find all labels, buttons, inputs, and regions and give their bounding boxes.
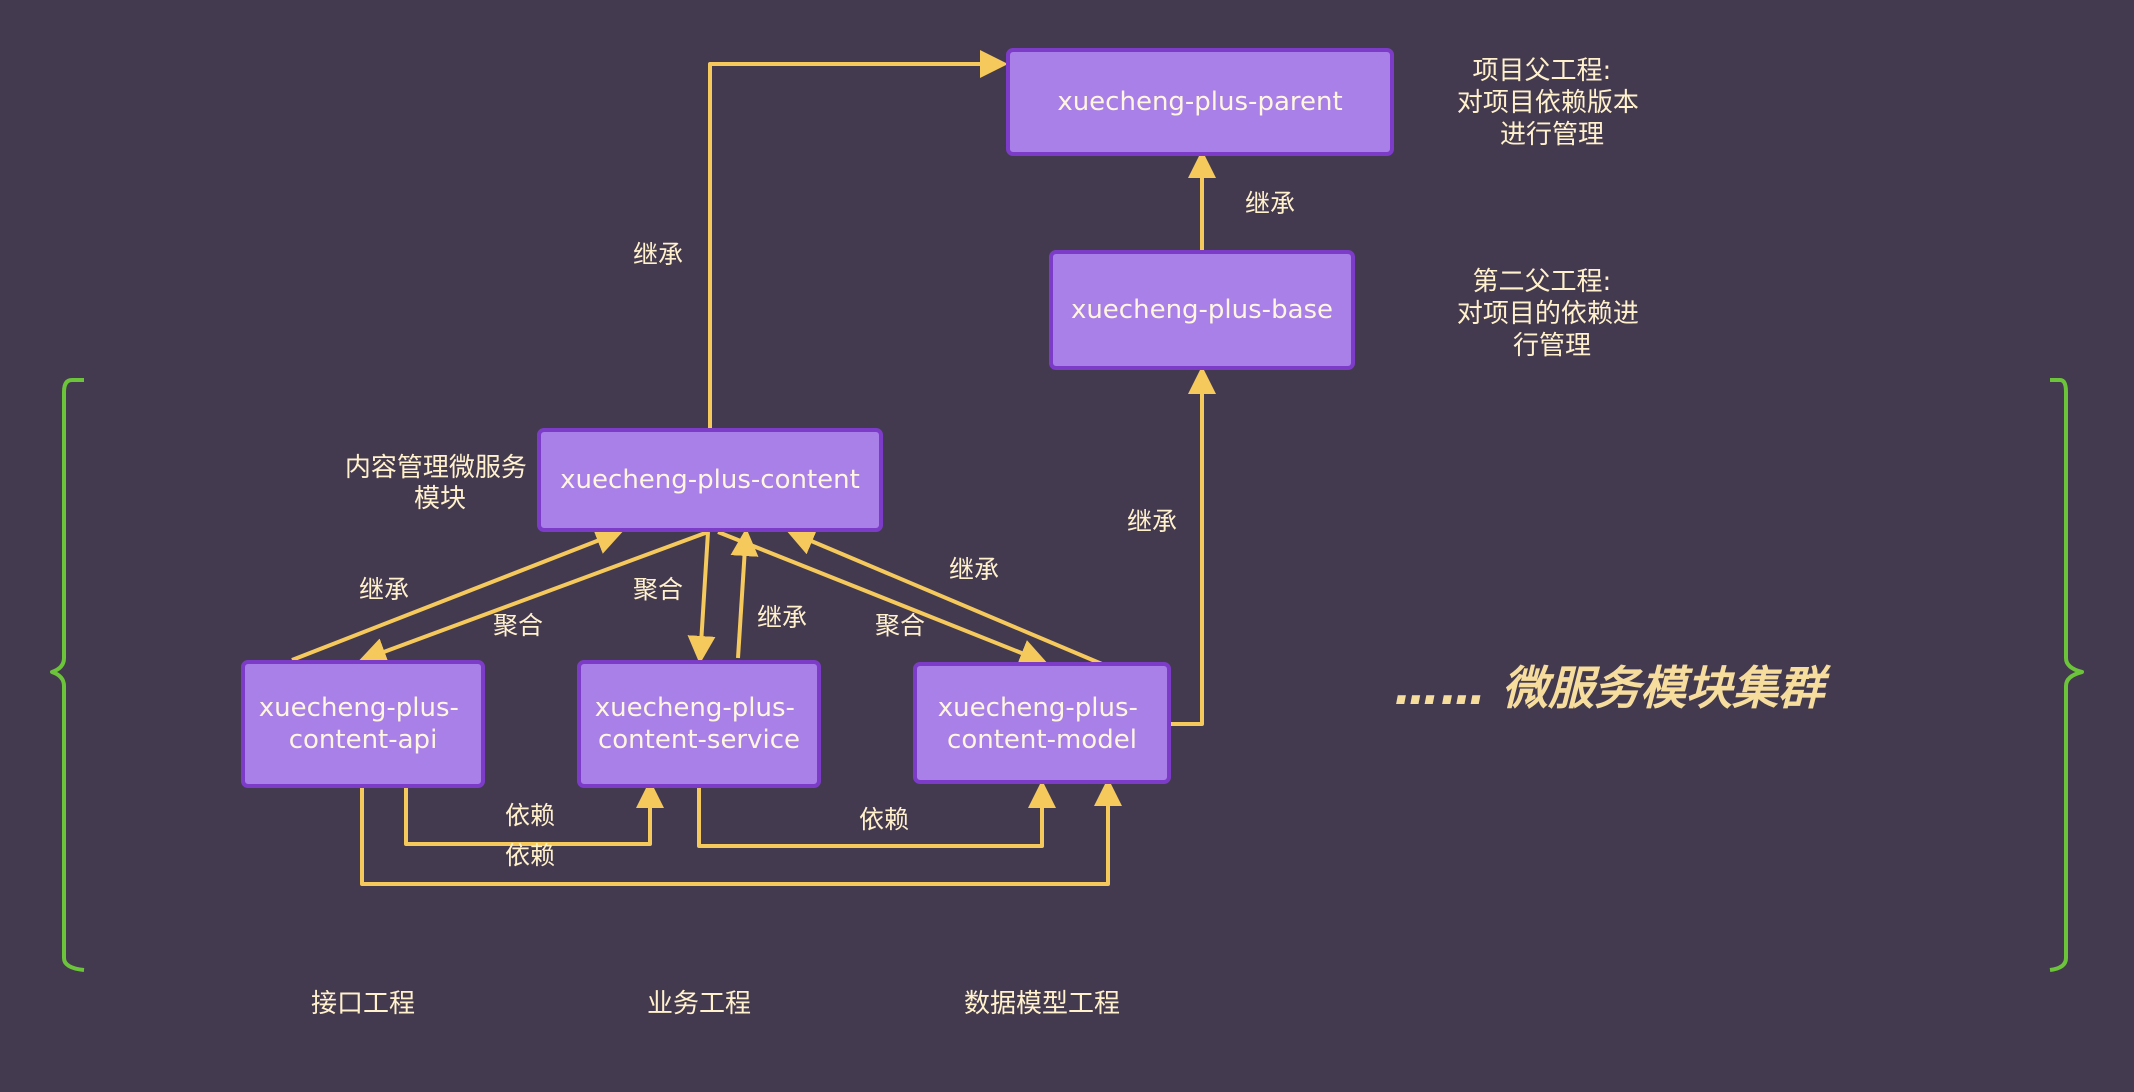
parent-note: 项目父工程: 对项目依赖版本 进行管理: [1457, 56, 1647, 150]
svg-text:xuecheng-plus- content-a: xuecheng-plus- content-api: [259, 693, 467, 755]
label-content-api-aggregate: 聚合: [493, 611, 543, 640]
edge-api-depends-model: [360, 778, 1122, 886]
node-parent-label: xuecheng-plus-parent: [1057, 87, 1342, 117]
edge-model-inherits-base: [1170, 366, 1216, 726]
edge-content-aggregates-service: [687, 531, 716, 664]
left-group-brace: [50, 378, 85, 972]
node-service-label-line-1: xuecheng-plus-: [595, 693, 795, 723]
label-content-model-aggregate: 聚合: [875, 611, 925, 640]
edge-service-inherits-content: [730, 528, 759, 659]
node-service: xuecheng-plus- content-service: [577, 660, 821, 788]
edge-service-depends-model: [697, 780, 1056, 848]
node-api-label-line-1: xuecheng-plus-: [259, 693, 459, 723]
svg-text:xuecheng-plus-parent: xuecheng-plus-parent: [1057, 87, 1342, 117]
node-model-label-line-2: content-model: [947, 725, 1137, 755]
content-note: 内容管理微服务 模块: [345, 453, 535, 514]
label-base-parent-inherit: 继承: [1245, 189, 1295, 218]
svg-text:xuecheng-plus- content-m: xuecheng-plus- content-model: [938, 693, 1146, 755]
node-model: xuecheng-plus- content-model: [913, 662, 1171, 784]
svg-text:xuecheng-plus-base: xuecheng-plus-base: [1071, 295, 1333, 325]
node-base-label: xuecheng-plus-base: [1071, 295, 1333, 325]
svg-text:xuecheng-plus- content-s: xuecheng-plus- content-service: [595, 693, 803, 755]
label-content-parent-inherit: 继承: [633, 240, 683, 269]
edge-model-inherits-content: [786, 528, 1103, 666]
label-content-service-aggregate: 聚合: [633, 575, 683, 604]
label-model-content-inherit: 继承: [949, 555, 999, 584]
node-api-label-line-2: content-api: [289, 725, 438, 755]
svg-text:xuecheng-plus-content: xuecheng-plus-content: [560, 465, 860, 495]
model-caption: 数据模型工程: [964, 989, 1120, 1019]
service-caption: 业务工程: [647, 989, 751, 1019]
label-model-base-inherit: 继承: [1127, 507, 1177, 536]
api-caption: 接口工程: [311, 989, 415, 1019]
edge-content-aggregates-api: [358, 530, 709, 665]
node-model-label-line-1: xuecheng-plus-: [938, 693, 1138, 723]
label-api-model-depend: 依赖: [505, 841, 555, 870]
edge-api-depends-service: [404, 780, 664, 846]
base-note: 第二父工程: 对项目的依赖进 行管理: [1457, 267, 1647, 361]
label-api-content-inherit: 继承: [359, 575, 409, 604]
node-content-label: xuecheng-plus-content: [560, 465, 860, 495]
label-service-model-depend: 依赖: [859, 805, 909, 834]
node-content: xuecheng-plus-content: [537, 428, 883, 532]
node-base: xuecheng-plus-base: [1049, 250, 1355, 370]
edge-labels: 继承 继承 继承 继承 聚合 聚合 继承 聚合 继承 依赖 依赖 依赖: [359, 189, 1295, 870]
edge-content-inherits-parent: [708, 50, 1008, 428]
node-api: xuecheng-plus- content-api: [241, 660, 485, 788]
edge-api-inherits-content: [291, 527, 624, 662]
node-parent: xuecheng-plus-parent: [1006, 48, 1394, 156]
label-service-content-inherit: 继承: [757, 603, 807, 632]
edge-content-aggregates-model: [717, 530, 1048, 667]
cluster-label: …… 微服务模块集群: [1394, 661, 1832, 715]
node-service-label-line-2: content-service: [598, 725, 800, 755]
right-group-brace: [2049, 378, 2084, 972]
edges: [291, 50, 1216, 886]
label-api-service-depend: 依赖: [505, 801, 555, 830]
